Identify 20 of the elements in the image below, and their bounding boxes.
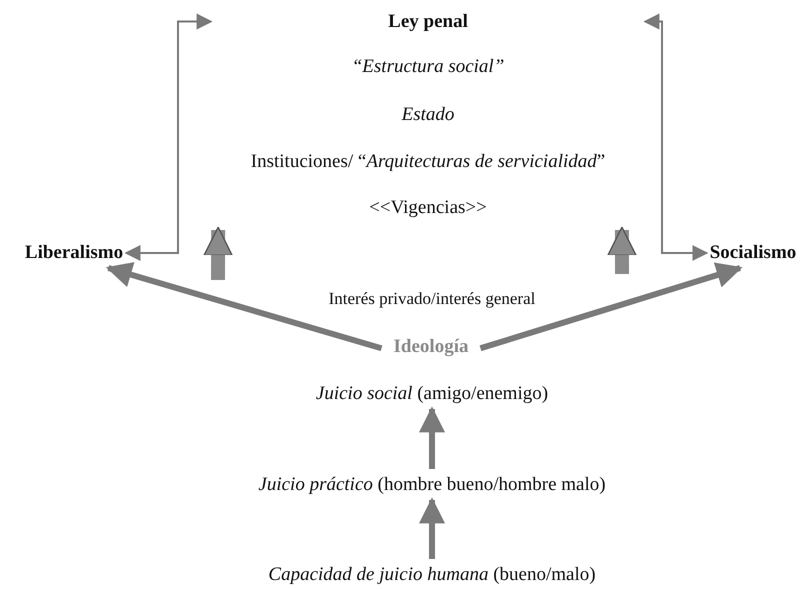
arrow	[106, 262, 382, 352]
double-arrow	[643, 14, 708, 261]
arrow	[419, 406, 445, 469]
node-label: Socialismo	[710, 240, 796, 266]
concept-label: Ideología	[394, 334, 468, 360]
text-line: “Estructura social”	[352, 55, 504, 79]
arrow	[480, 262, 742, 352]
text-line: <<Vigencias>>	[369, 196, 487, 220]
node-label: Capacidad de juicio humana (bueno/malo)	[268, 562, 596, 588]
node-label: Juicio práctico (hombre bueno/hombre malo)	[258, 472, 606, 498]
node-label: Liberalismo	[24, 240, 124, 266]
double-arrow	[124, 14, 213, 261]
block-arrow	[607, 226, 637, 274]
arrow	[419, 497, 445, 559]
text-line: Ley penal	[388, 10, 468, 34]
annotation-text: Interés privado/interés general	[328, 288, 536, 310]
node-label: Juicio social (amigo/enemigo)	[316, 381, 548, 407]
text-line: Estado	[402, 103, 454, 127]
block-arrow	[203, 226, 233, 280]
text-line: Instituciones/ “Arquitecturas de servicialidad”	[250, 150, 606, 174]
